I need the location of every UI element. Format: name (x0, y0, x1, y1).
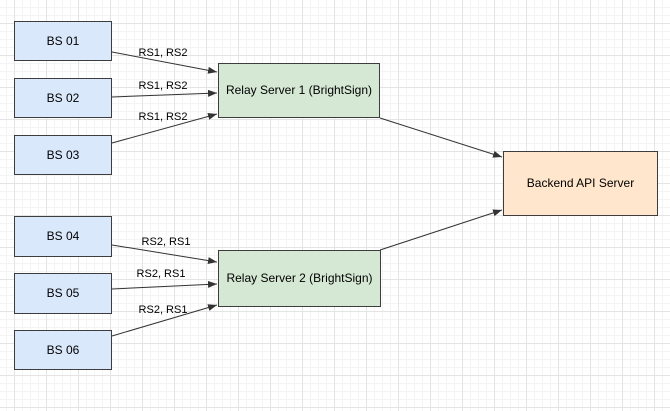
edge-bs06-relay2[interactable] (111, 304, 218, 337)
node-bs-05-label: BS 05 (46, 286, 80, 301)
edge-label-bs02-relay1[interactable]: RS1, RS2 (138, 80, 188, 92)
node-bs-04-label: BS 04 (46, 229, 80, 244)
node-relay-server-2-label: Relay Server 2 (BrightSign) (226, 271, 373, 286)
node-relay-server-1[interactable]: Relay Server 1 (BrightSign) (218, 63, 380, 118)
edge-label-bs01-relay1[interactable]: RS1, RS2 (138, 47, 188, 59)
edge-bs02-relay1[interactable] (111, 89, 218, 98)
node-bs-01-label: BS 01 (46, 33, 80, 48)
node-bs-06-label: BS 06 (46, 342, 80, 357)
node-backend-api-server[interactable]: Backend API Server (503, 151, 658, 216)
node-bs-02[interactable]: BS 02 (14, 78, 112, 118)
edge-bs05-relay2[interactable] (111, 280, 218, 290)
node-bs-01[interactable]: BS 01 (14, 21, 112, 61)
edge-bs03-relay1[interactable] (111, 113, 218, 144)
edge-relay1-backend[interactable] (379, 117, 503, 158)
edge-relay2-backend[interactable] (379, 209, 503, 251)
node-bs-06[interactable]: BS 06 (14, 330, 112, 370)
node-bs-02-label: BS 02 (46, 90, 80, 105)
node-relay-server-2[interactable]: Relay Server 2 (BrightSign) (218, 250, 381, 307)
edge-label-bs03-relay1[interactable]: RS1, RS2 (138, 111, 188, 123)
node-backend-api-server-label: Backend API Server (526, 176, 635, 191)
node-bs-04[interactable]: BS 04 (14, 216, 112, 257)
edge-label-bs06-relay2[interactable]: RS2, RS1 (138, 304, 188, 316)
node-bs-03[interactable]: BS 03 (14, 135, 112, 175)
edge-bs01-relay1[interactable] (111, 51, 218, 74)
edge-label-bs04-relay2[interactable]: RS2, RS1 (141, 236, 191, 248)
node-bs-03-label: BS 03 (46, 147, 80, 162)
edge-label-bs05-relay2[interactable]: RS2, RS1 (136, 268, 186, 280)
node-bs-05[interactable]: BS 05 (14, 273, 112, 314)
node-relay-server-1-label: Relay Server 1 (BrightSign) (225, 83, 373, 98)
edge-bs04-relay2[interactable] (111, 244, 218, 265)
